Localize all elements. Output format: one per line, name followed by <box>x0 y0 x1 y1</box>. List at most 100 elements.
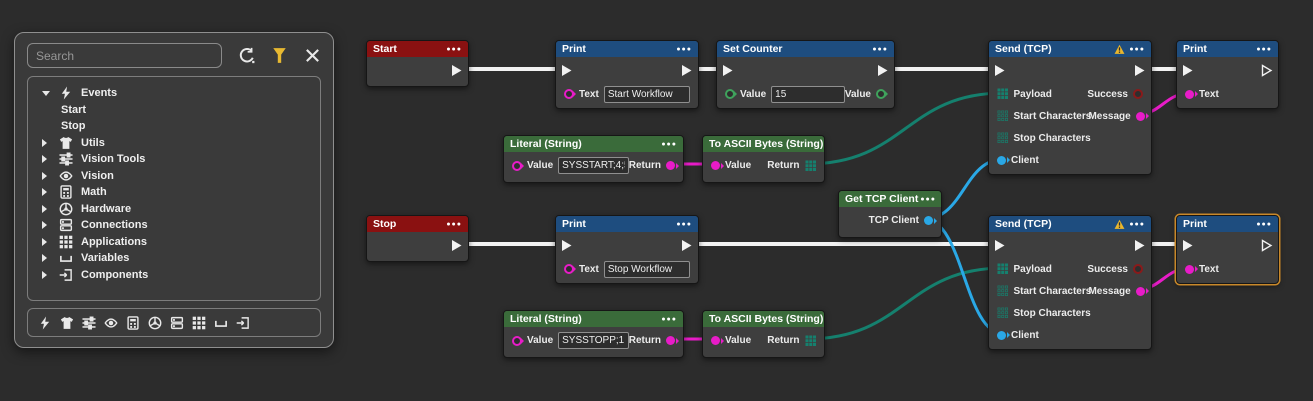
expander-down-icon[interactable] <box>42 90 52 96</box>
tree-item-utils[interactable]: Utils <box>28 135 320 152</box>
expander-right-icon[interactable] <box>42 221 52 230</box>
node-menu-icon[interactable]: ●●● <box>661 140 677 148</box>
expander-right-icon[interactable] <box>42 237 52 246</box>
value-field[interactable] <box>558 157 629 174</box>
sliders-category-icon[interactable] <box>82 316 96 330</box>
node-print-1[interactable]: Print●●●Text <box>555 40 699 109</box>
value-port-in[interactable] <box>512 160 522 171</box>
node-menu-icon[interactable]: ●●● <box>676 220 692 228</box>
server-category-icon[interactable] <box>170 316 184 330</box>
tree-item-components[interactable]: Components <box>28 267 320 284</box>
exec-out-port[interactable] <box>681 64 693 77</box>
text-port-in[interactable] <box>564 89 574 99</box>
tcp-client-port-out[interactable] <box>924 216 933 225</box>
client-port-in[interactable] <box>997 330 1006 340</box>
message-port-out[interactable] <box>1135 111 1145 121</box>
value-port-out[interactable] <box>876 89 886 99</box>
exec-in-port[interactable] <box>1182 64 1194 77</box>
success-port-out[interactable] <box>1133 89 1143 99</box>
node-menu-icon[interactable]: ●●● <box>661 315 677 323</box>
exec-in-port[interactable] <box>1182 239 1194 252</box>
tree-item-stop[interactable]: Stop <box>28 118 320 135</box>
node-header[interactable]: To ASCII Bytes (String)●●● <box>703 136 824 152</box>
tree-item-start[interactable]: Start <box>28 102 320 119</box>
success-port-out[interactable] <box>1133 264 1143 274</box>
aperture-category-icon[interactable] <box>148 316 162 330</box>
grid-category-icon[interactable] <box>192 316 206 330</box>
node-header[interactable]: Start●●● <box>367 41 468 57</box>
calculator-category-icon[interactable] <box>126 315 140 330</box>
node-header[interactable]: Send (TCP)●●● <box>989 41 1151 57</box>
exec-out-port[interactable] <box>877 64 889 77</box>
import-category-icon[interactable] <box>236 316 250 330</box>
node-header[interactable]: Literal (String)●●● <box>504 311 683 327</box>
node-header[interactable]: Literal (String)●●● <box>504 136 683 152</box>
node-print-4[interactable]: Print●●●Text <box>1176 215 1279 284</box>
node-header[interactable]: Print●●● <box>556 216 698 232</box>
text-port-in[interactable] <box>1185 89 1194 99</box>
node-start[interactable]: Start●●● <box>366 40 469 87</box>
node-header[interactable]: Print●●● <box>556 41 698 57</box>
node-menu-icon[interactable]: ●●● <box>1129 45 1145 53</box>
variable-category-icon[interactable] <box>214 316 228 330</box>
node-menu-icon[interactable]: ●●● <box>676 45 692 53</box>
exec-out-port[interactable] <box>1261 63 1273 77</box>
value-port-in[interactable] <box>711 336 720 345</box>
exec-out-port[interactable] <box>681 239 693 252</box>
text-port-in[interactable] <box>564 264 574 274</box>
node-menu-icon[interactable]: ●●● <box>446 45 462 53</box>
start-characters-port-in[interactable] <box>997 285 1009 297</box>
shirt-category-icon[interactable] <box>60 316 74 330</box>
value-field[interactable] <box>558 332 629 349</box>
node-header[interactable]: To ASCII Bytes (String)●●● <box>703 311 824 327</box>
node-menu-icon[interactable]: ●●● <box>1256 45 1272 53</box>
expander-right-icon[interactable] <box>42 204 52 213</box>
node-menu-icon[interactable]: ●●● <box>920 195 937 203</box>
expander-right-icon[interactable] <box>42 188 52 197</box>
node-set-counter[interactable]: Set Counter●●●ValueValue <box>716 40 895 109</box>
close-icon[interactable] <box>304 47 321 64</box>
expander-right-icon[interactable] <box>42 254 52 263</box>
message-port-out[interactable] <box>1135 286 1145 296</box>
eye-category-icon[interactable] <box>104 316 118 330</box>
tree-item-connections[interactable]: Connections <box>28 217 320 234</box>
node-header[interactable]: Get TCP Client●●● <box>839 191 941 207</box>
value-port-in[interactable] <box>512 335 522 346</box>
text-field[interactable] <box>603 85 690 103</box>
text-port-in[interactable] <box>1185 264 1194 274</box>
stop-characters-port-in[interactable] <box>997 132 1009 144</box>
exec-in-port[interactable] <box>994 64 1006 77</box>
return-port-out[interactable] <box>805 160 817 172</box>
node-header[interactable]: Send (TCP)●●● <box>989 216 1151 232</box>
exec-out-port[interactable] <box>1261 238 1273 252</box>
node-header[interactable]: Print●●● <box>1177 41 1278 57</box>
filter-icon[interactable] <box>271 47 288 64</box>
start-characters-port-in[interactable] <box>997 110 1009 122</box>
tree-item-math[interactable]: Math <box>28 184 320 201</box>
expander-right-icon[interactable] <box>42 138 52 147</box>
exec-out-port[interactable] <box>1134 64 1146 77</box>
exec-in-port[interactable] <box>722 64 734 77</box>
expander-right-icon[interactable] <box>42 155 52 164</box>
node-header[interactable]: Set Counter●●● <box>717 41 894 57</box>
node-get-tcp-client[interactable]: Get TCP Client●●●TCP Client <box>838 190 942 238</box>
expander-right-icon[interactable] <box>42 270 52 279</box>
value-field[interactable] <box>771 85 845 103</box>
exec-out-port[interactable] <box>451 64 463 77</box>
return-port-out[interactable] <box>805 335 817 347</box>
exec-in-port[interactable] <box>994 239 1006 252</box>
exec-out-port[interactable] <box>1134 239 1146 252</box>
tree-item-vision[interactable]: Vision <box>28 168 320 185</box>
exec-out-port[interactable] <box>451 239 463 252</box>
search-input[interactable] <box>27 43 222 68</box>
exec-in-port[interactable] <box>561 239 573 252</box>
stop-characters-port-in[interactable] <box>997 307 1009 319</box>
refresh-icon[interactable] <box>238 47 255 64</box>
payload-port-in[interactable] <box>997 88 1009 100</box>
node-menu-icon[interactable]: ●●● <box>1129 220 1145 228</box>
